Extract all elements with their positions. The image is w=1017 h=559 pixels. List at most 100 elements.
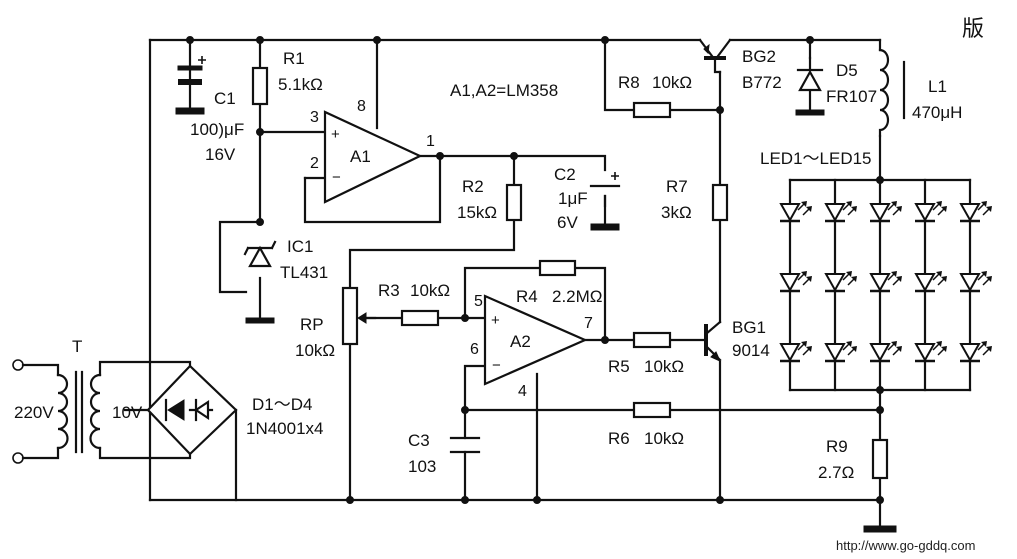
potentiometer-rp: RP 10kΩ: [295, 286, 377, 360]
capacitor-c1: C1 100)μF 16V: [175, 56, 244, 164]
r9-ref: R9: [826, 437, 848, 456]
r1-value: 5.1kΩ: [278, 75, 323, 94]
rp-value: 10kΩ: [295, 341, 335, 360]
r2-value: 15kΩ: [457, 203, 497, 222]
resistor-r7: R7 3kΩ: [661, 177, 729, 222]
c3-value: 103: [408, 457, 436, 476]
bridge-ref: D1～D4: [252, 395, 312, 414]
a2-pin5: 5: [474, 293, 483, 310]
r5-ref: R5: [608, 357, 630, 376]
bridge-part: 1N4001x4: [246, 419, 324, 438]
a2-pin7: 7: [584, 315, 593, 332]
bg2-part: B772: [742, 73, 782, 92]
bg1-ref: BG1: [732, 318, 766, 337]
led-array: [779, 201, 992, 363]
a1-pin3: 3: [310, 109, 319, 126]
r5-value: 10kΩ: [644, 357, 684, 376]
corner-glyph: 版: [962, 16, 984, 41]
watermark-url: http://www.go-gddq.com: [836, 538, 975, 553]
resistor-r6: R6 10kΩ: [608, 401, 684, 448]
capacitor-c2: C2 1μF 6V: [554, 165, 621, 232]
l1-value: 470μH: [912, 103, 962, 122]
diode-d5: D5 FR107: [795, 56, 877, 116]
transistor-bg1: BG1 9014: [704, 318, 770, 362]
led-array-ref: LED1～LED15: [760, 149, 872, 168]
bg2-ref: BG2: [742, 47, 776, 66]
transistor-bg2: BG2 B772: [698, 38, 782, 92]
a1-pin2: 2: [310, 155, 319, 172]
r2-ref: R2: [462, 177, 484, 196]
a2-pin6: 6: [470, 341, 479, 358]
c2-ref: C2: [554, 165, 576, 184]
led-15: [959, 341, 992, 363]
led-10: [914, 201, 947, 223]
led-5: [824, 271, 857, 293]
r1-ref: R1: [283, 49, 305, 68]
a1-pin1: 1: [426, 133, 435, 150]
r4-ref: R4: [516, 287, 538, 306]
d5-ref: D5: [836, 61, 858, 80]
a2-minus-sign: −: [492, 357, 501, 374]
r3-value: 10kΩ: [410, 281, 450, 300]
led-7: [869, 201, 902, 223]
t-primary: 220V: [14, 403, 54, 422]
resistor-r8: R8 10kΩ: [618, 73, 692, 119]
t-ref: T: [72, 337, 82, 356]
led-14: [959, 271, 992, 293]
a2-ref: A2: [510, 332, 531, 351]
ic1-ref: IC1: [287, 237, 313, 256]
resistor-r9: R9 2.7Ω: [818, 437, 889, 482]
resistor-r1: R1 5.1kΩ: [251, 49, 323, 106]
transformer-t: T 220V 10V: [12, 337, 192, 464]
r6-ref: R6: [608, 429, 630, 448]
resistor-r4: R4 2.2MΩ: [516, 259, 603, 306]
c2-value: 1μF: [558, 189, 588, 208]
r9-value: 2.7Ω: [818, 463, 854, 482]
inductor-l1: L1 470μH: [878, 48, 962, 138]
ground-symbol: [863, 525, 897, 533]
c1-value: 100)μF: [190, 120, 244, 139]
resistor-r3: R3 10kΩ: [378, 281, 450, 327]
ic1-part: TL431: [280, 263, 328, 282]
r8-value: 10kΩ: [652, 73, 692, 92]
r7-ref: R7: [666, 177, 688, 196]
led-3: [779, 341, 812, 363]
opamp-part-note: A1,A2=LM358: [450, 81, 558, 100]
r3-ref: R3: [378, 281, 400, 300]
r6-value: 10kΩ: [644, 429, 684, 448]
r8-ref: R8: [618, 73, 640, 92]
c3-ref: C3: [408, 431, 430, 450]
led-9: [869, 341, 902, 363]
a1-plus-sign: +: [331, 126, 340, 143]
a1-minus-sign: −: [332, 169, 341, 186]
resistor-r2: R2 15kΩ: [457, 177, 523, 222]
bridge-rectifier: D1～D4 1N4001x4: [146, 364, 324, 456]
led-4: [824, 201, 857, 223]
junction-dots: [186, 36, 884, 504]
led-8: [869, 271, 902, 293]
led-12: [914, 341, 947, 363]
c2-rating: 6V: [557, 213, 578, 232]
r4-value: 2.2MΩ: [552, 287, 603, 306]
c1-ref: C1: [214, 89, 236, 108]
capacitor-c3: C3 103: [408, 431, 481, 476]
led-13: [959, 201, 992, 223]
a1-ref: A1: [350, 147, 371, 166]
a1-pin8: 8: [357, 98, 366, 115]
led-1: [779, 201, 812, 223]
regulator-ic1: IC1 TL431: [243, 237, 328, 324]
c1-rating: 16V: [205, 145, 236, 164]
r7-value: 3kΩ: [661, 203, 692, 222]
bg1-part: 9014: [732, 341, 770, 360]
opamp-a2: + − A2 5 6 7 4: [470, 293, 593, 400]
l1-ref: L1: [928, 77, 947, 96]
a2-plus-sign: +: [491, 312, 500, 329]
led-2: [779, 271, 812, 293]
led-11: [914, 271, 947, 293]
wires: [123, 38, 972, 530]
resistor-r5: R5 10kΩ: [608, 331, 684, 376]
t-secondary: 10V: [112, 403, 143, 422]
a2-pin4: 4: [518, 383, 527, 400]
opamp-a1: + − A1 3 2 1 8: [310, 98, 435, 204]
